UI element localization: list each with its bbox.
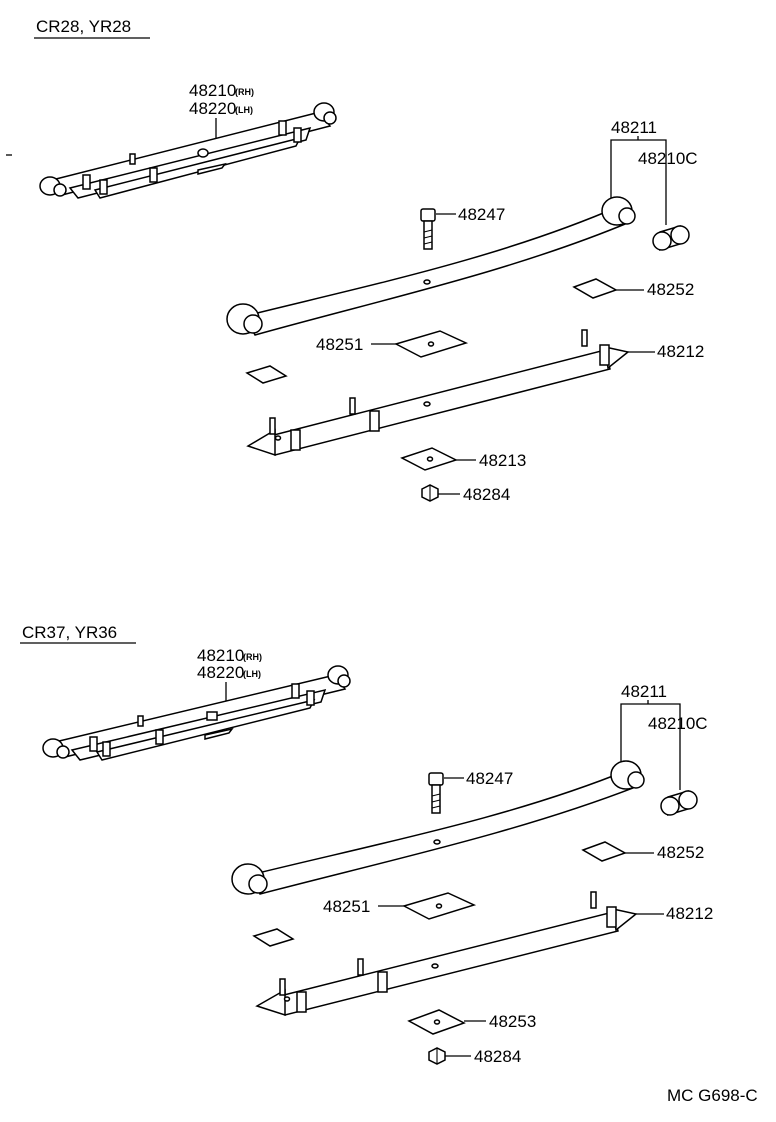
pad-48213: 48213 (400, 447, 526, 471)
nut-48284: 48284 (428, 1047, 521, 1066)
part-number-48213: 48213 (479, 451, 526, 470)
part-number-48210C: 48210C (638, 149, 698, 168)
bushing-48210C (652, 224, 690, 252)
section-2-title: CR37, YR36 (22, 623, 117, 642)
assembly-label: 48210 (RH) 48220 (LH) (189, 81, 254, 150)
bracket-48211: 48211 48210C (620, 682, 708, 790)
section-1: CR28, YR28 48210 (RH) 48220 (LH) (6, 17, 704, 504)
pad-48251: 48251 (252, 892, 477, 947)
section-2: CR37, YR36 48210 (RH) 48220 (LH) (20, 623, 713, 1066)
main-leaf-48211 (231, 760, 645, 895)
part-number-48247: 48247 (458, 205, 505, 224)
pad-48252: 48252 (581, 841, 704, 862)
part-number-48252: 48252 (647, 280, 694, 299)
part-number-48253: 48253 (489, 1012, 536, 1031)
leaf-spring-assembly (42, 665, 351, 761)
rh-tag: (RH) (235, 87, 254, 97)
pad-48253: 48253 (407, 1009, 536, 1035)
section-1-title: CR28, YR28 (36, 17, 131, 36)
diagram-code: MC G698-C (667, 1086, 758, 1105)
rh-tag: (RH) (243, 652, 262, 662)
part-number-48284: 48284 (463, 485, 510, 504)
part-number-48212: 48212 (666, 904, 713, 923)
part-number-48211: 48211 (611, 118, 657, 137)
bolt-48247: 48247 (420, 205, 505, 250)
part-number-48284: 48284 (474, 1047, 521, 1066)
lh-tag: (LH) (243, 669, 261, 679)
part-number-48252: 48252 (657, 843, 704, 862)
part-number-48211: 48211 (621, 682, 667, 701)
lower-leaf-48212: 48212 (246, 329, 704, 457)
pad-48251: 48251 (245, 330, 469, 384)
part-number-48220: 48220 (189, 99, 236, 118)
leaf-spring-assembly (39, 102, 337, 199)
main-leaf-48211 (226, 196, 636, 336)
part-number-48251: 48251 (316, 335, 363, 354)
small-pad (252, 928, 295, 947)
part-number-48210: 48210 (197, 646, 244, 665)
part-number-48210: 48210 (189, 81, 236, 100)
nut-48284: 48284 (421, 484, 510, 504)
lower-leaf-48212: 48212 (255, 891, 713, 1017)
part-number-48247: 48247 (466, 769, 513, 788)
part-number-48220: 48220 (197, 663, 244, 682)
pad-48252: 48252 (572, 278, 694, 299)
bolt-48247: 48247 (428, 769, 513, 814)
bushing-48210C (660, 789, 698, 817)
bracket-line (620, 703, 681, 790)
bracket-48211: 48211 48210C (610, 118, 698, 225)
assembly-label: 48210 (RH) 48220 (LH) (197, 646, 262, 712)
lh-tag: (LH) (235, 105, 253, 115)
part-number-48212: 48212 (657, 342, 704, 361)
part-number-48210C: 48210C (648, 714, 708, 733)
small-pad (245, 365, 288, 384)
part-number-48251: 48251 (323, 897, 370, 916)
